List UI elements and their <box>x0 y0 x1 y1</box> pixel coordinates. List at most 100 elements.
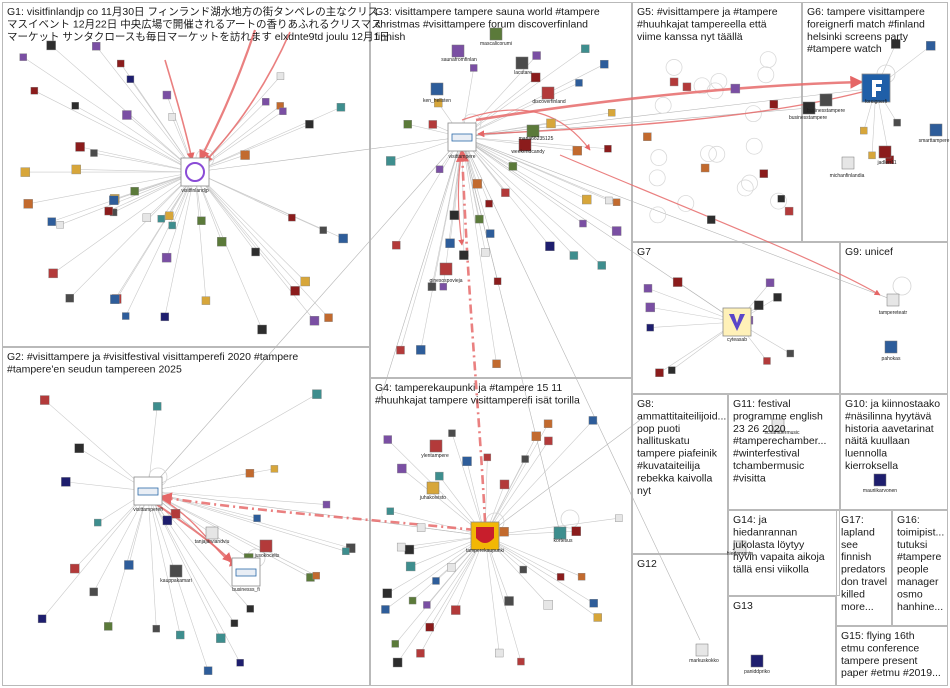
user-node[interactable] <box>435 471 444 481</box>
hub-node-businesss[interactable] <box>231 557 261 587</box>
user-node[interactable] <box>786 349 795 358</box>
user-node[interactable] <box>571 526 581 536</box>
user-node[interactable] <box>20 167 31 177</box>
user-node[interactable] <box>572 145 582 156</box>
user-node[interactable] <box>165 211 174 220</box>
user-node[interactable] <box>37 614 47 624</box>
user-node[interactable] <box>773 293 782 302</box>
user-node[interactable] <box>240 150 250 160</box>
user-node[interactable] <box>405 561 416 572</box>
user-node[interactable] <box>643 132 652 141</box>
user-node[interactable] <box>579 219 587 228</box>
user-node[interactable] <box>246 605 254 613</box>
user-node[interactable] <box>646 323 654 332</box>
hub-node-foreignerfi[interactable] <box>861 73 891 103</box>
user-node[interactable] <box>763 357 771 365</box>
user-node[interactable] <box>47 217 56 226</box>
user-node[interactable] <box>109 195 119 205</box>
node-businesstampere[interactable] <box>802 101 816 115</box>
user-node[interactable] <box>416 523 426 532</box>
node-tampereteatr[interactable] <box>886 293 900 307</box>
user-node[interactable] <box>312 571 320 580</box>
user-node[interactable] <box>543 419 553 428</box>
user-node[interactable] <box>707 215 716 224</box>
user-node[interactable] <box>300 276 310 287</box>
user-node[interactable] <box>65 293 74 303</box>
user-node[interactable] <box>615 514 623 522</box>
user-node[interactable] <box>475 214 484 224</box>
user-node[interactable] <box>643 284 653 293</box>
hub-node-visittamperefi[interactable] <box>133 476 163 506</box>
user-node[interactable] <box>754 300 764 310</box>
node-jusokocelts[interactable] <box>259 539 273 553</box>
user-node[interactable] <box>425 622 434 632</box>
node-markuskokko[interactable] <box>695 643 709 657</box>
user-node[interactable] <box>197 216 206 225</box>
user-node[interactable] <box>472 179 482 189</box>
user-node[interactable] <box>39 395 50 405</box>
user-node[interactable] <box>577 572 586 581</box>
user-node[interactable] <box>336 103 346 112</box>
user-node[interactable] <box>75 142 85 152</box>
user-node[interactable] <box>569 251 579 260</box>
node-discoverfinland[interactable] <box>541 86 555 100</box>
user-node[interactable] <box>46 40 56 51</box>
user-node[interactable] <box>672 277 683 287</box>
user-node[interactable] <box>501 188 510 197</box>
user-node[interactable] <box>519 565 527 574</box>
user-node[interactable] <box>381 605 390 614</box>
user-node[interactable] <box>253 514 261 522</box>
user-node[interactable] <box>61 477 71 487</box>
user-node[interactable] <box>391 640 399 648</box>
user-node[interactable] <box>408 596 417 605</box>
hub-node-tamperekaupunki[interactable] <box>470 521 500 551</box>
user-node[interactable] <box>117 59 125 68</box>
user-node[interactable] <box>251 247 260 257</box>
node-juhakoivisto[interactable] <box>426 481 440 495</box>
node-weekendcandy[interactable] <box>518 138 532 152</box>
user-node[interactable] <box>926 41 936 51</box>
node-paniddpriko[interactable] <box>750 654 764 668</box>
user-node[interactable] <box>470 64 478 72</box>
user-node[interactable] <box>386 507 395 515</box>
user-node[interactable] <box>396 345 405 355</box>
user-node[interactable] <box>71 102 79 110</box>
user-node[interactable] <box>604 145 612 153</box>
user-node[interactable] <box>435 165 444 173</box>
node-maria[interactable] <box>526 124 540 138</box>
user-node[interactable] <box>170 509 181 519</box>
user-node[interactable] <box>655 368 664 377</box>
user-node[interactable] <box>605 196 613 205</box>
user-node[interactable] <box>279 107 287 115</box>
user-node[interactable] <box>74 443 84 453</box>
user-node[interactable] <box>777 195 785 203</box>
user-node[interactable] <box>396 542 406 552</box>
user-node[interactable] <box>784 206 794 216</box>
user-node[interactable] <box>160 312 170 322</box>
user-node[interactable] <box>23 199 33 209</box>
user-node[interactable] <box>668 366 676 374</box>
user-node[interactable] <box>439 282 448 291</box>
user-node[interactable] <box>403 120 412 129</box>
user-node[interactable] <box>447 563 456 572</box>
user-node[interactable] <box>556 573 565 581</box>
user-node[interactable] <box>700 163 710 173</box>
user-node[interactable] <box>462 456 472 467</box>
user-node[interactable] <box>245 469 255 478</box>
user-node[interactable] <box>434 98 443 108</box>
node-kortesus[interactable] <box>553 526 567 540</box>
user-node[interactable] <box>575 79 583 87</box>
user-node[interactable] <box>386 156 396 166</box>
user-node[interactable] <box>92 42 101 51</box>
node-lacutare[interactable] <box>515 56 529 70</box>
user-node[interactable] <box>262 98 270 106</box>
hub-node-cyteasab[interactable] <box>722 307 752 337</box>
user-node[interactable] <box>312 389 322 399</box>
user-node[interactable] <box>860 126 868 135</box>
user-node[interactable] <box>162 515 173 526</box>
user-node[interactable] <box>404 544 415 555</box>
user-node[interactable] <box>545 241 555 251</box>
node-mauriikarvonen[interactable] <box>873 473 887 487</box>
user-node[interactable] <box>492 359 501 369</box>
user-node[interactable] <box>176 630 185 640</box>
